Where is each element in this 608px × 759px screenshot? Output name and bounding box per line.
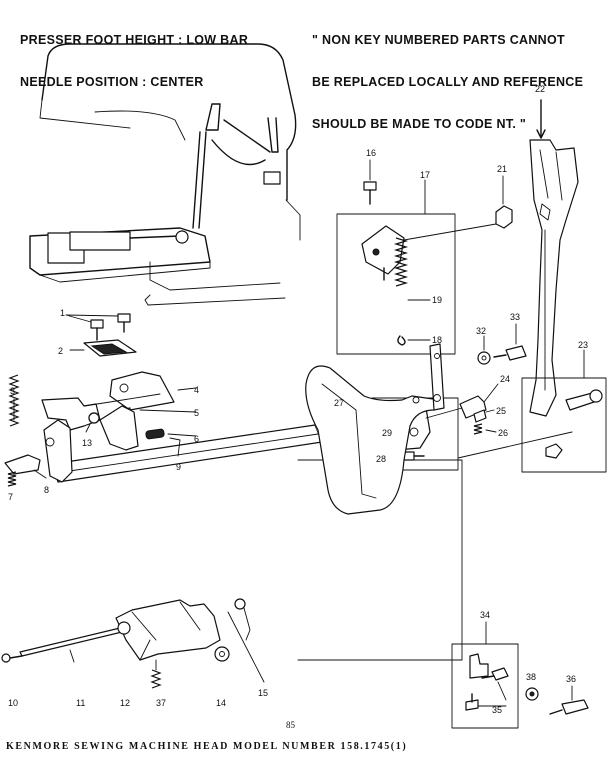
part-18-hook <box>397 335 431 346</box>
callout-10: 10 <box>8 698 18 708</box>
callout-28: 28 <box>376 454 386 464</box>
callout-17: 17 <box>420 170 430 180</box>
callout-34: 34 <box>480 610 490 620</box>
callout-19: 19 <box>432 295 442 305</box>
callout-35: 35 <box>492 705 502 715</box>
leader-line-27-23 <box>457 431 573 459</box>
callout-6: 6 <box>194 434 199 444</box>
part-1-screws <box>65 313 131 341</box>
callout-5: 5 <box>194 408 199 418</box>
part-2-plate <box>69 339 137 357</box>
callout-23: 23 <box>578 340 588 350</box>
callout-26: 26 <box>498 428 508 438</box>
callout-9: 9 <box>176 462 181 472</box>
callout-25: 25 <box>496 406 506 416</box>
callout-7: 7 <box>8 492 13 502</box>
model-number-footer: KENMORE SEWING MACHINE HEAD MODEL NUMBER… <box>6 741 408 752</box>
callout-36: 36 <box>566 674 576 684</box>
page-number: 85 <box>286 720 295 730</box>
non-key-note-line-2: BE REPLACED LOCALLY AND REFERENCE <box>312 75 584 89</box>
part-10-screw <box>1 653 23 663</box>
part-36-screw <box>549 685 589 715</box>
part-34-box <box>451 621 519 729</box>
callout-27: 27 <box>334 398 344 408</box>
non-key-note-line-3: SHOULD BE MADE TO CODE NT. " <box>312 117 527 131</box>
needle-position-note: NEEDLE POSITION : CENTER <box>20 75 204 89</box>
callout-12: 12 <box>120 698 130 708</box>
part-22-lever <box>529 99 579 417</box>
callout-38: 38 <box>526 672 536 682</box>
callout-22: 22 <box>535 84 545 94</box>
header-right: " NON KEY NUMBERED PARTS CANNOT BE REPLA… <box>312 5 583 145</box>
callout-4: 4 <box>194 385 199 395</box>
callout-15: 15 <box>258 688 268 698</box>
part-15-screw <box>227 598 265 683</box>
part-3-spring <box>8 374 20 427</box>
part-11-rod <box>19 627 123 663</box>
part-32-washer <box>477 335 491 365</box>
part-8-knob <box>4 454 47 479</box>
callout-8: 8 <box>44 485 49 495</box>
part-23-box <box>521 349 607 473</box>
callout-3: 3 <box>10 386 15 396</box>
callout-2: 2 <box>58 346 63 356</box>
callout-21: 21 <box>497 164 507 174</box>
callout-33: 33 <box>510 312 520 322</box>
callout-13: 13 <box>82 438 92 448</box>
callout-1: 1 <box>60 308 65 318</box>
callout-16: 16 <box>366 148 376 158</box>
callout-32: 32 <box>476 326 486 336</box>
callout-14: 14 <box>216 698 226 708</box>
part-7-spring <box>7 471 17 487</box>
part-26-spring <box>473 423 497 435</box>
callout-37: 37 <box>156 698 166 708</box>
callout-labels: 1 2 3 4 5 6 7 8 9 10 11 12 13 14 15 16 1… <box>8 84 588 715</box>
callout-11: 11 <box>76 698 85 708</box>
part-4-bracket <box>109 371 197 411</box>
part-12-bracket <box>115 599 221 661</box>
part-29-box <box>297 343 463 661</box>
callout-18: 18 <box>432 335 442 345</box>
part-16-screw <box>363 159 377 205</box>
callout-24: 24 <box>500 374 510 384</box>
part-13-screw <box>85 412 100 433</box>
part-17-box <box>336 179 497 355</box>
part-19-spring <box>393 237 431 301</box>
part-21-nut <box>495 175 513 229</box>
part-33-screw <box>493 323 527 361</box>
part-38-washer <box>525 687 539 701</box>
part-14-washer <box>214 646 230 662</box>
callout-29: 29 <box>382 428 392 438</box>
machine-head-overview <box>29 43 301 306</box>
non-key-note-line-1: " NON KEY NUMBERED PARTS CANNOT <box>312 33 565 47</box>
part-25-washer <box>473 409 495 423</box>
part-37-spring <box>150 659 162 689</box>
